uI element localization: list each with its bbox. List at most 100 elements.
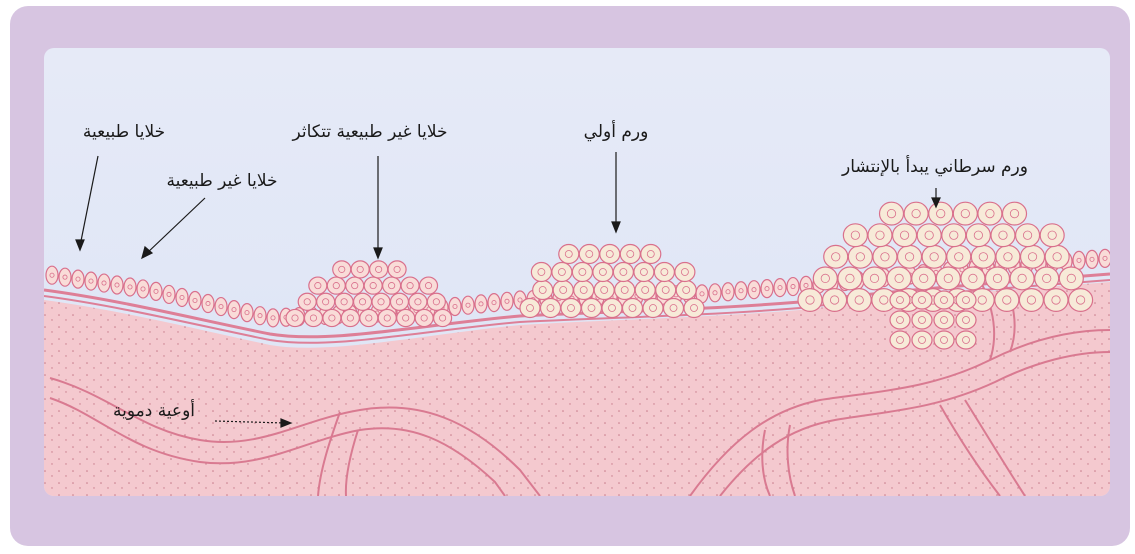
cell	[327, 277, 345, 294]
cell	[1059, 267, 1083, 290]
cell	[98, 274, 110, 292]
cell	[798, 289, 822, 312]
label-spreading-tumor: ورم سرطاني يبدأ بالإنتشار	[841, 155, 1028, 177]
cell	[761, 280, 773, 298]
cell	[298, 293, 316, 310]
cell	[1016, 224, 1040, 247]
cell	[934, 291, 954, 309]
cell	[966, 224, 990, 247]
cell	[1019, 289, 1043, 312]
cell	[942, 224, 966, 247]
cell	[552, 263, 572, 282]
cell	[1003, 202, 1027, 225]
cell	[593, 263, 613, 282]
cell	[574, 281, 594, 300]
cell	[1021, 245, 1045, 268]
cell	[991, 224, 1015, 247]
cell	[1069, 289, 1093, 312]
cell	[475, 295, 487, 313]
cell	[401, 277, 419, 294]
label-abnormal-cells-multiply: خلايا غير طبيعية تتكاثر	[292, 122, 448, 142]
cell	[397, 309, 415, 326]
cell	[890, 331, 910, 349]
cell	[722, 283, 734, 301]
cell	[553, 281, 573, 300]
cell	[72, 270, 84, 288]
cell	[488, 294, 500, 312]
cell	[934, 331, 954, 349]
cell	[971, 245, 995, 268]
cell	[709, 284, 721, 302]
cell	[427, 293, 445, 310]
label-abnormal-cells: خلايا غير طبيعية	[166, 171, 277, 191]
cell	[656, 281, 676, 300]
cell	[912, 291, 932, 309]
cell	[824, 245, 848, 268]
cell	[643, 299, 663, 318]
cell	[893, 224, 917, 247]
cell	[150, 282, 162, 300]
cell	[664, 299, 684, 318]
cell	[137, 280, 149, 298]
cell	[388, 261, 406, 278]
cell	[228, 301, 240, 319]
cell	[615, 281, 635, 300]
cell	[378, 309, 396, 326]
cell	[415, 309, 433, 326]
cell	[641, 245, 661, 264]
cell	[675, 263, 695, 282]
cell	[341, 309, 359, 326]
cell	[676, 281, 696, 300]
cell	[635, 281, 655, 300]
cell	[354, 293, 372, 310]
cell	[936, 267, 960, 290]
cell	[309, 277, 327, 294]
cell	[59, 268, 71, 286]
cell	[995, 289, 1019, 312]
cell	[623, 299, 643, 318]
cell	[917, 224, 941, 247]
cell	[501, 292, 513, 310]
cell	[996, 245, 1020, 268]
cell	[956, 331, 976, 349]
cell	[163, 285, 175, 303]
cell	[531, 263, 551, 282]
cell	[912, 267, 936, 290]
cell	[559, 245, 579, 264]
cell	[847, 289, 871, 312]
cell	[409, 293, 427, 310]
cell	[541, 299, 561, 318]
cell	[317, 293, 335, 310]
cell	[323, 309, 341, 326]
cell	[215, 298, 227, 316]
cell	[873, 245, 897, 268]
cell	[843, 224, 867, 247]
cell	[912, 331, 932, 349]
cell	[929, 202, 953, 225]
cell	[1086, 250, 1098, 268]
cell	[934, 311, 954, 329]
cell	[978, 202, 1002, 225]
cell	[863, 267, 887, 290]
cell	[111, 276, 123, 294]
cell	[613, 263, 633, 282]
cell	[254, 307, 266, 325]
cell	[912, 311, 932, 329]
cell	[922, 245, 946, 268]
cell	[520, 299, 540, 318]
cell	[360, 309, 378, 326]
cell	[684, 299, 704, 318]
cell	[1044, 289, 1068, 312]
cell	[787, 278, 799, 296]
cell	[351, 261, 369, 278]
cell	[1099, 249, 1111, 267]
cell	[1040, 224, 1064, 247]
cell	[85, 272, 97, 290]
cell	[449, 298, 461, 316]
cell	[462, 296, 474, 314]
cell	[533, 281, 553, 300]
cell	[654, 263, 674, 282]
cell	[961, 267, 985, 290]
cell	[600, 245, 620, 264]
